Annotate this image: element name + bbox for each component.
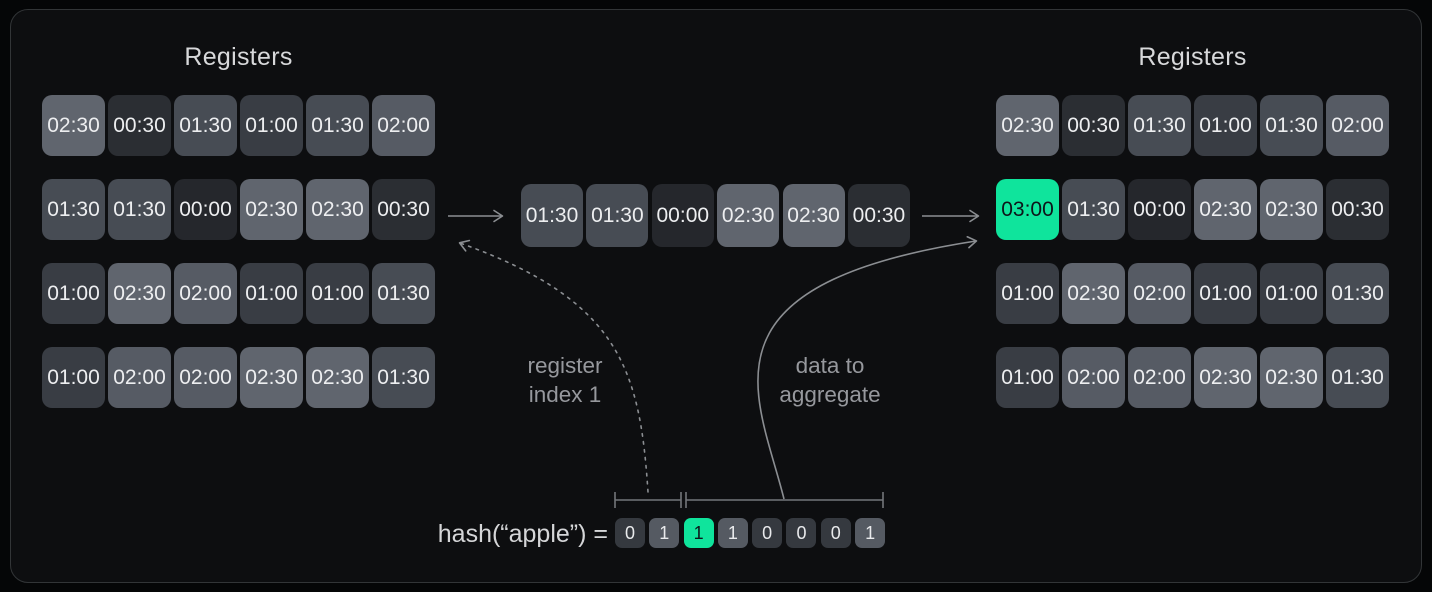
right-registers-title: Registers bbox=[1138, 43, 1247, 71]
right-register-cell: 02:00 bbox=[1326, 95, 1389, 156]
left-register-cell: 02:30 bbox=[240, 347, 303, 408]
hash-bit: 0 bbox=[786, 518, 817, 548]
merged-register-cell: 02:30 bbox=[717, 184, 780, 247]
hash-bit: 1 bbox=[683, 518, 714, 548]
left-register-cell: 01:30 bbox=[108, 179, 171, 240]
right-register-cell: 01:00 bbox=[1194, 95, 1257, 156]
left-register-cell: 01:00 bbox=[306, 263, 369, 324]
left-register-cell: 01:00 bbox=[42, 263, 105, 324]
left-register-cell: 01:30 bbox=[42, 179, 105, 240]
right-register-cell: 02:30 bbox=[1194, 347, 1257, 408]
right-register-cell: 01:30 bbox=[1326, 263, 1389, 324]
left-register-cell: 00:00 bbox=[174, 179, 237, 240]
hash-bit: 0 bbox=[752, 518, 783, 548]
left-register-cell: 01:00 bbox=[240, 95, 303, 156]
left-register-cell: 02:30 bbox=[306, 179, 369, 240]
right-register-cell: 01:30 bbox=[1062, 179, 1125, 240]
register-index-note: register index 1 bbox=[465, 351, 665, 409]
right-register-cell: 02:30 bbox=[1260, 179, 1323, 240]
left-register-cell: 02:00 bbox=[108, 347, 171, 408]
right-register-cell: 02:30 bbox=[996, 95, 1059, 156]
register-index-note-line2: index 1 bbox=[528, 382, 602, 407]
merged-register-cell: 02:30 bbox=[782, 184, 845, 247]
merged-register-cell: 01:30 bbox=[586, 184, 649, 247]
right-register-cell: 02:00 bbox=[1128, 347, 1191, 408]
left-register-cell: 02:30 bbox=[108, 263, 171, 324]
left-register-cell: 02:30 bbox=[240, 179, 303, 240]
data-aggregate-note: data to aggregate bbox=[730, 351, 930, 409]
right-register-cell: 01:00 bbox=[1260, 263, 1323, 324]
left-register-cell: 02:30 bbox=[42, 95, 105, 156]
right-register-cell: 00:30 bbox=[1326, 179, 1389, 240]
left-register-cell: 01:00 bbox=[240, 263, 303, 324]
left-register-cell: 01:30 bbox=[306, 95, 369, 156]
left-register-cell: 00:30 bbox=[372, 179, 435, 240]
hash-bit: 1 bbox=[649, 518, 680, 548]
right-register-cell: 03:00 bbox=[996, 179, 1059, 240]
right-register-cell: 01:00 bbox=[1194, 263, 1257, 324]
right-register-cell: 01:30 bbox=[1128, 95, 1191, 156]
left-register-cell: 01:30 bbox=[372, 347, 435, 408]
right-register-cell: 01:00 bbox=[996, 263, 1059, 324]
left-register-cell: 02:30 bbox=[306, 347, 369, 408]
hash-bit: 1 bbox=[717, 518, 748, 548]
right-register-cell: 02:30 bbox=[1062, 263, 1125, 324]
right-register-cell: 01:30 bbox=[1260, 95, 1323, 156]
right-register-cell: 00:30 bbox=[1062, 95, 1125, 156]
left-registers-title: Registers bbox=[184, 43, 293, 71]
hash-expression-label: hash(“apple”) = bbox=[437, 520, 608, 548]
left-register-cell: 01:30 bbox=[372, 263, 435, 324]
right-register-cell: 02:00 bbox=[1062, 347, 1125, 408]
merged-register-cell: 01:30 bbox=[521, 184, 583, 247]
right-register-cell: 02:30 bbox=[1194, 179, 1257, 240]
left-register-cell: 02:00 bbox=[174, 347, 237, 408]
right-register-cell: 01:00 bbox=[996, 347, 1059, 408]
right-register-cell: 00:00 bbox=[1128, 179, 1191, 240]
left-register-cell: 02:00 bbox=[372, 95, 435, 156]
hash-bit: 1 bbox=[855, 518, 886, 548]
merged-register-cell: 00:30 bbox=[847, 184, 910, 247]
right-register-cell: 02:00 bbox=[1128, 263, 1191, 324]
right-register-cell: 01:30 bbox=[1326, 347, 1389, 408]
register-index-note-line1: register bbox=[527, 353, 603, 378]
hash-bit: 0 bbox=[615, 518, 645, 548]
left-register-cell: 00:30 bbox=[108, 95, 171, 156]
left-register-cell: 02:00 bbox=[174, 263, 237, 324]
left-register-cell: 01:00 bbox=[42, 347, 105, 408]
left-register-cell: 01:30 bbox=[174, 95, 237, 156]
merged-register-cell: 00:00 bbox=[651, 184, 714, 247]
right-register-cell: 02:30 bbox=[1260, 347, 1323, 408]
hash-bit: 0 bbox=[820, 518, 851, 548]
data-aggregate-note-line1: data to bbox=[795, 353, 865, 378]
data-aggregate-note-line2: aggregate bbox=[779, 382, 881, 407]
